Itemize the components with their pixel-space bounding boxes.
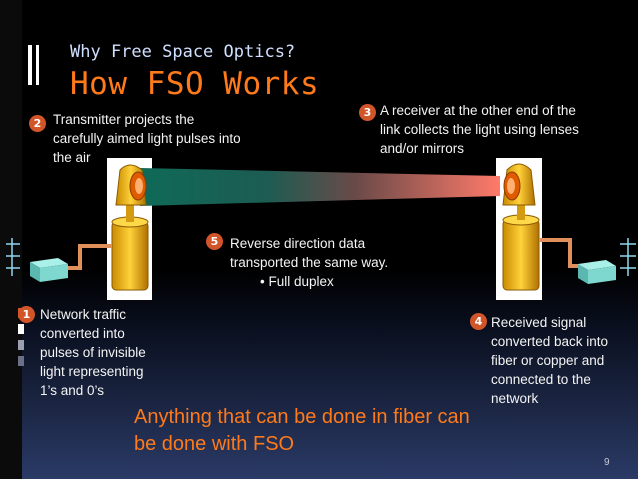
receiver-unit xyxy=(502,163,540,291)
step-5-text: Reverse direction data transported the s… xyxy=(230,234,430,291)
step-1-badge: 1 xyxy=(18,306,35,323)
step-1-text: Network traffic converted into pulses of… xyxy=(40,307,146,398)
step-3-text: A receiver at the other end of the link … xyxy=(380,103,579,156)
slide-subtitle: Why Free Space Optics? xyxy=(70,42,296,62)
step-5-badge: 5 xyxy=(206,233,223,250)
receiver-cable xyxy=(539,238,582,268)
step-5-main-text: Reverse direction data transported the s… xyxy=(230,236,389,270)
step-2-text: Transmitter projects the carefully aimed… xyxy=(53,112,241,165)
right-network-device xyxy=(578,260,616,284)
page-number: 9 xyxy=(604,457,610,468)
bullet-full-duplex: Full duplex xyxy=(268,274,334,289)
step-4-badge: 4 xyxy=(470,313,487,330)
step-2-badge: 2 xyxy=(29,115,46,132)
decor-square xyxy=(18,356,24,366)
decor-square xyxy=(18,324,24,334)
left-network-glyph xyxy=(6,238,20,276)
bottom-note: Anything that can be done in fiber can b… xyxy=(134,406,470,455)
step-5-bullets: • Full duplex xyxy=(230,272,430,291)
decor-white-bar xyxy=(28,45,32,85)
left-network-device xyxy=(30,258,68,282)
decor-square xyxy=(18,340,24,350)
step-3-badge: 3 xyxy=(359,104,376,121)
right-network-glyph xyxy=(620,238,636,276)
light-beam xyxy=(140,168,500,206)
step-4-text: Received signal converted back into fibe… xyxy=(491,315,609,406)
left-decor-bar xyxy=(0,0,22,479)
slide-title: How FSO Works xyxy=(70,66,320,102)
transmitter-unit xyxy=(111,164,149,291)
step-5-bullet: • Full duplex xyxy=(260,274,334,289)
decor-white-bar xyxy=(36,45,39,85)
transmitter-cable xyxy=(62,244,112,270)
